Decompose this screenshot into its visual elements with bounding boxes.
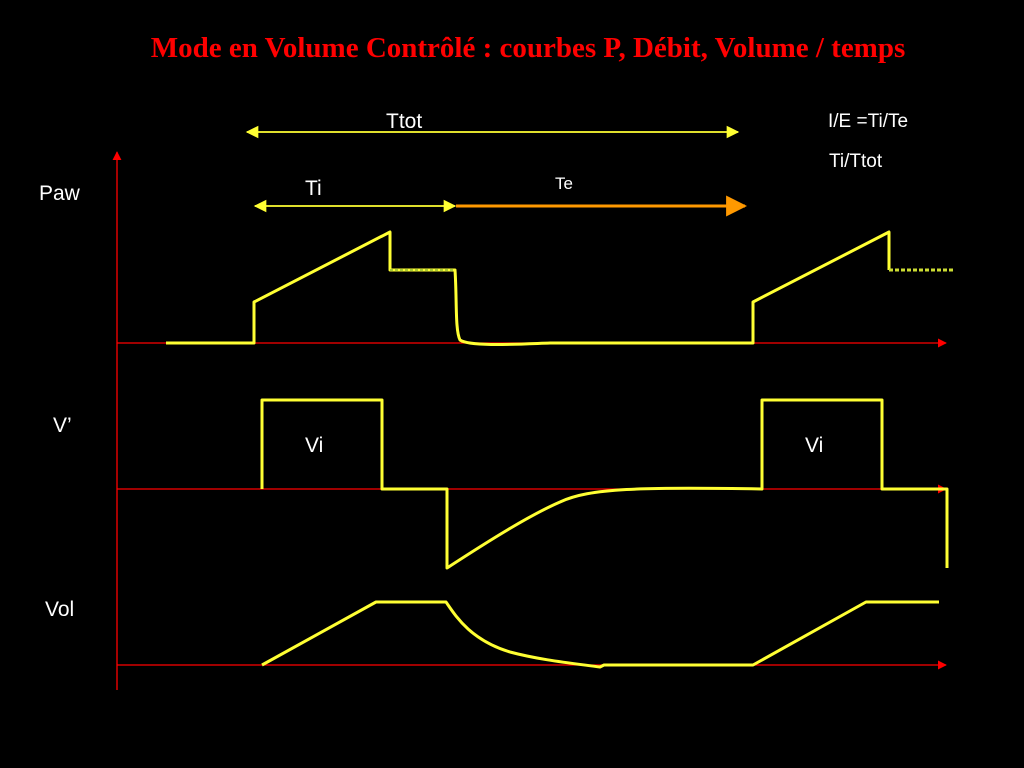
- ti-label: Ti: [305, 177, 322, 200]
- flow-annotation-vi-2: Vi: [805, 434, 824, 457]
- volume-curve: [261, 600, 939, 669]
- flow-axis-label: V’: [53, 414, 72, 437]
- ttot-label: Ttot: [386, 110, 423, 133]
- pressure-axis-label: Paw: [39, 182, 80, 205]
- diagram-title: Mode en Volume Contrôlé : courbes P, Déb…: [150, 32, 906, 64]
- axes: [112, 151, 947, 690]
- pressure-curve: [166, 230, 955, 346]
- te-label: Te: [555, 174, 573, 193]
- flow-curve: [260, 398, 949, 570]
- volume-axis-label: Vol: [45, 598, 75, 621]
- ti-ttot-formula: Ti/Ttot: [829, 151, 883, 172]
- flow-annotation-vi-1: Vi: [305, 434, 324, 457]
- ie-ratio-formula: I/E =Ti/Te: [828, 111, 909, 132]
